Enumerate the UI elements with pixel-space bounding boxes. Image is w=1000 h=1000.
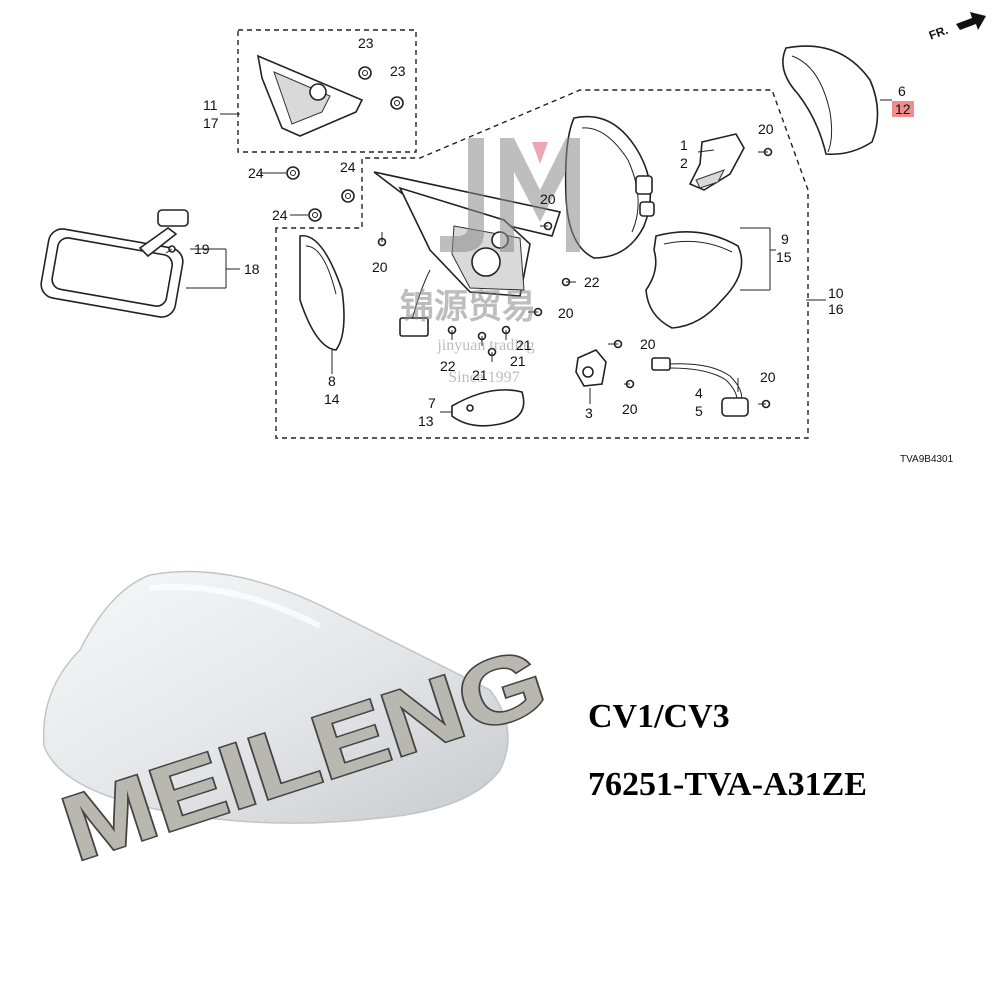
mirror-glass <box>299 235 345 351</box>
assembly-outline <box>275 89 809 439</box>
label-6: 6 <box>898 83 906 99</box>
label-20-b: 20 <box>540 191 556 207</box>
label-11: 11 <box>203 97 218 113</box>
label-9: 9 <box>781 231 789 247</box>
label-20-c: 20 <box>558 305 574 321</box>
label-20-f: 20 <box>758 121 774 137</box>
watermark-english: jinyuan trading <box>436 337 534 354</box>
label-13: 13 <box>418 413 434 429</box>
skull-cap <box>782 45 879 156</box>
front-arrow-icon <box>956 12 986 30</box>
under-cover <box>645 231 743 329</box>
jinyuan-watermark: 锦源贸易 jinyuan trading Since 1997 <box>400 138 580 386</box>
label-20-d: 20 <box>640 336 656 352</box>
actuator-inset-part <box>256 54 364 137</box>
diagram-code: TVA9B4301 <box>900 454 954 465</box>
front-direction-indicator: FR. <box>927 12 986 43</box>
label-22-a: 22 <box>584 274 600 290</box>
interior-mirror <box>40 209 189 318</box>
label-17: 17 <box>203 115 219 131</box>
label-20-g: 20 <box>760 369 776 385</box>
camera-unit <box>575 349 607 387</box>
label-19: 19 <box>194 241 210 257</box>
label-3: 3 <box>585 405 593 421</box>
watermark-since: Since 1997 <box>448 369 520 386</box>
mirror-housing <box>564 115 655 259</box>
lower-cover <box>451 389 525 427</box>
label-20-a: 20 <box>372 259 388 275</box>
wire-harness <box>651 357 749 417</box>
mirror-cover-highlight <box>149 583 322 629</box>
parts-diagram: 锦源贸易 jinyuan trading Since 1997 FR. 23 2… <box>40 12 986 465</box>
front-label: FR. <box>927 23 950 43</box>
label-1: 1 <box>680 137 688 153</box>
screws-21-22 <box>447 277 576 362</box>
turn-signal-lamp <box>688 133 745 191</box>
nuts-23 <box>358 66 404 110</box>
label-21-c: 21 <box>472 367 488 383</box>
label-24c: 24 <box>272 207 288 223</box>
label-8: 8 <box>328 373 336 389</box>
label-15: 15 <box>776 249 792 265</box>
label-20-e: 20 <box>622 401 638 417</box>
inset-box-base <box>237 29 417 153</box>
watermark-chinese: 锦源贸易 <box>400 287 536 327</box>
highlight-marker <box>892 101 914 117</box>
label-23a: 23 <box>358 35 374 51</box>
leader-lines <box>186 99 892 413</box>
label-18: 18 <box>244 261 260 277</box>
label-7: 7 <box>428 395 436 411</box>
label-21-b: 21 <box>510 353 526 369</box>
label-5: 5 <box>695 403 703 419</box>
screws-20 <box>377 147 773 409</box>
part-number-labels: 23 23 11 17 24 24 24 19 18 20 20 20 20 2… <box>194 35 954 465</box>
part-number: 76251-TVA-A31ZE <box>588 766 867 803</box>
label-4: 4 <box>695 385 703 401</box>
label-23b: 23 <box>390 63 406 79</box>
label-2: 2 <box>680 155 688 171</box>
nuts-24 <box>286 166 355 222</box>
label-16: 16 <box>828 301 844 317</box>
label-22-b: 22 <box>440 358 456 374</box>
vehicle-models: CV1/CV3 <box>588 698 730 735</box>
label-14: 14 <box>324 391 340 407</box>
screw-19 <box>165 245 176 254</box>
label-12: 12 <box>895 101 911 117</box>
mirror-cover-shape <box>42 570 509 824</box>
product-photo: MEILENG <box>42 570 559 880</box>
product-caption: CV1/CV3 76251-TVA-A31ZE <box>588 700 988 802</box>
label-10: 10 <box>828 285 844 301</box>
label-24b: 24 <box>340 159 356 175</box>
label-24a: 24 <box>248 165 264 181</box>
label-21-a: 21 <box>516 337 532 353</box>
